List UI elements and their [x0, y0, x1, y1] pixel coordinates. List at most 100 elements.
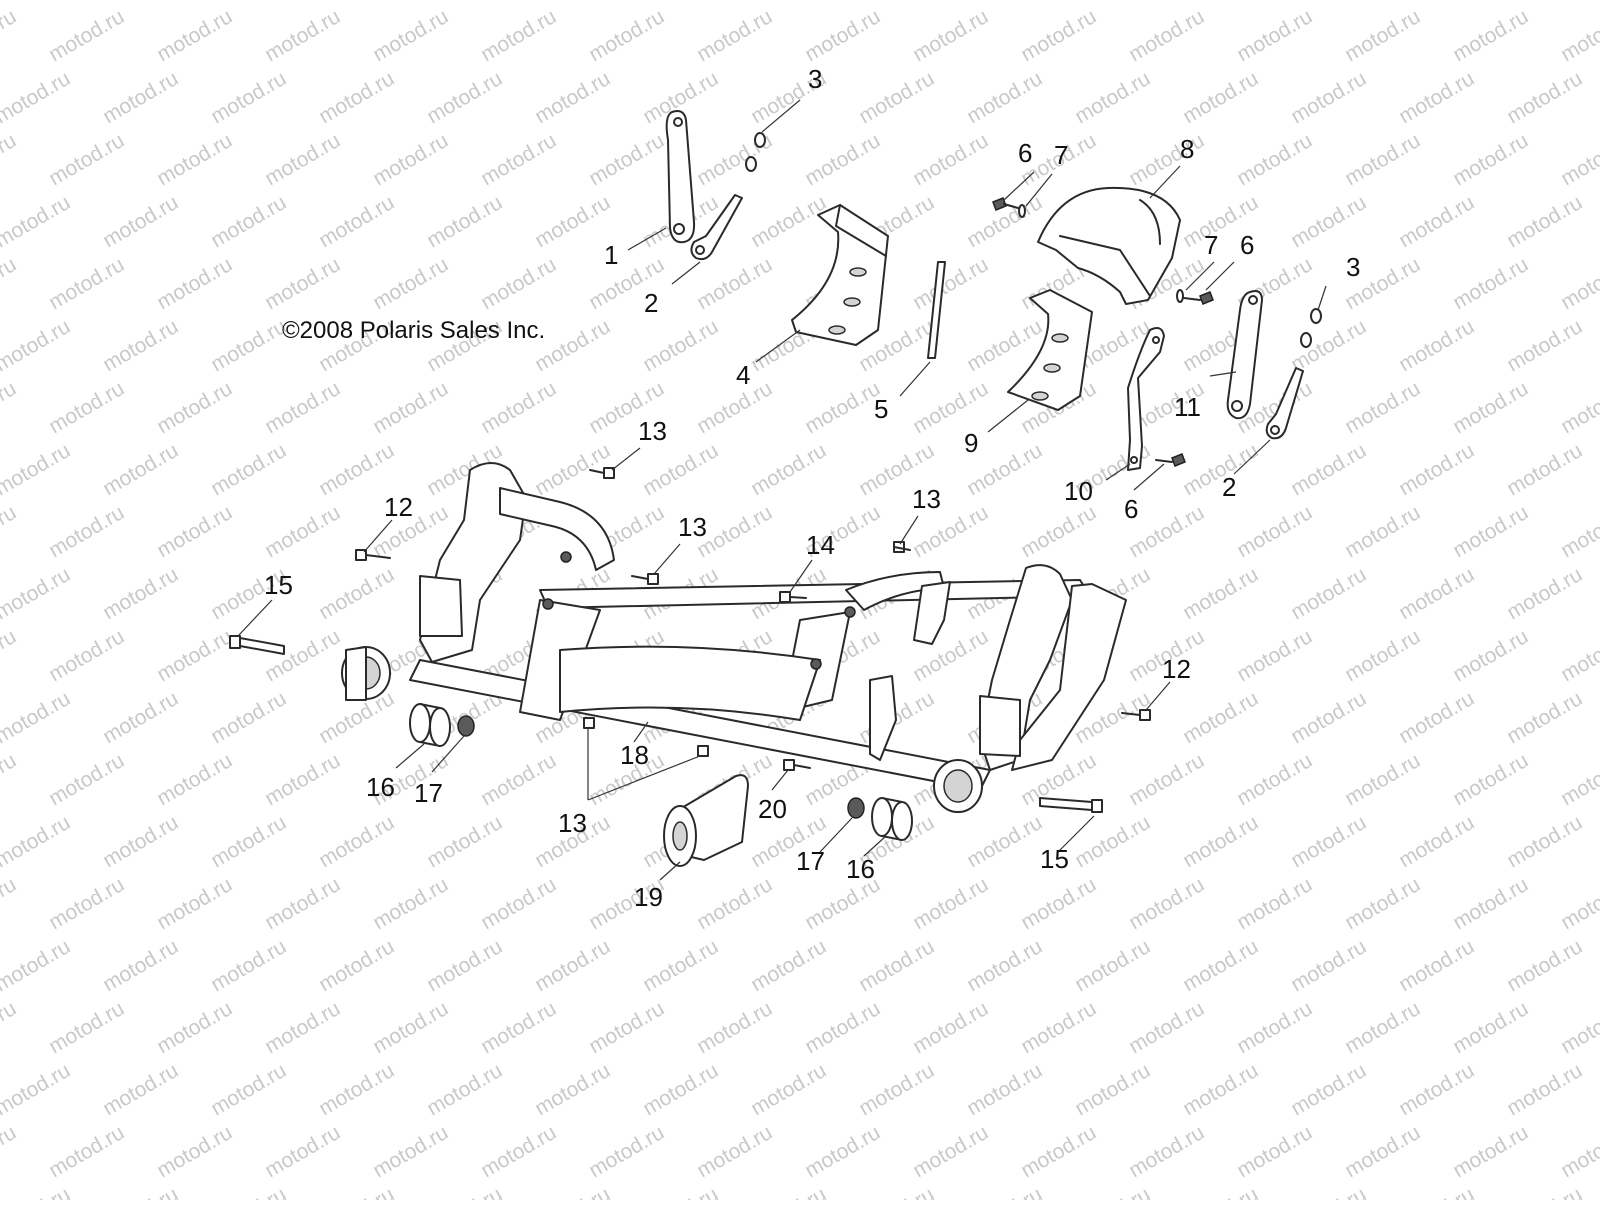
watermark: motod.ru: [261, 129, 344, 190]
watermark: motod.ru: [855, 935, 938, 996]
callout-9: 9: [964, 428, 978, 458]
watermark: motod.ru: [45, 501, 128, 562]
callout-7: 7: [1054, 140, 1068, 170]
watermark: motod.ru: [1287, 191, 1370, 252]
part-5-strap: [927, 261, 946, 359]
watermark: motod.ru: [963, 935, 1046, 996]
watermark: motod.ru: [0, 687, 74, 748]
watermark: motod.ru: [801, 129, 884, 190]
watermark: motod.ru: [1017, 873, 1100, 934]
watermark: motod.ru: [315, 1059, 398, 1120]
watermark: motod.ru: [639, 1183, 722, 1200]
watermark: motod.ru: [1341, 873, 1424, 934]
watermark: motod.ru: [99, 0, 182, 4]
copyright-notice: ©2008 Polaris Sales Inc.: [282, 317, 545, 344]
watermark: motod.ru: [369, 377, 452, 438]
watermark: motod.ru: [693, 377, 776, 438]
watermark: motod.ru: [747, 0, 830, 4]
callout-13: 13: [558, 808, 587, 838]
callout-6: 6: [1018, 138, 1032, 168]
callout-12: 12: [384, 492, 413, 522]
callout-17: 17: [414, 778, 443, 808]
watermark: motod.ru: [1395, 563, 1478, 624]
callout-2: 2: [1222, 472, 1236, 502]
watermark: motod.ru: [153, 1121, 236, 1182]
watermark: motod.ru: [423, 811, 506, 872]
part-7-washers: [1018, 204, 1184, 303]
part-11-link-arm: [1226, 290, 1263, 420]
watermark: motod.ru: [1395, 687, 1478, 748]
part-18-main-frame: [341, 462, 1127, 813]
watermark: motod.ru: [207, 1183, 290, 1200]
watermark: motod.ru: [1233, 5, 1316, 66]
watermark: motod.ru: [1503, 439, 1586, 500]
watermark: motod.ru: [153, 873, 236, 934]
watermark: motod.ru: [855, 1059, 938, 1120]
watermark: motod.ru: [99, 439, 182, 500]
watermark: motod.ru: [207, 315, 290, 376]
part-4-bracket: [791, 204, 889, 346]
watermark: motod.ru: [801, 5, 884, 66]
watermark: motod.ru: [153, 5, 236, 66]
watermark: motod.ru: [1557, 997, 1600, 1058]
watermark: motod.ru: [0, 873, 20, 934]
callout-12: 12: [1162, 654, 1191, 684]
watermark: motod.ru: [261, 5, 344, 66]
watermark: motod.ru: [45, 997, 128, 1058]
watermark: motod.ru: [315, 0, 398, 4]
watermark: motod.ru: [423, 191, 506, 252]
watermark: motod.ru: [1449, 129, 1532, 190]
watermark: motod.ru: [639, 1059, 722, 1120]
watermark: motod.ru: [99, 687, 182, 748]
watermark: motod.ru: [585, 129, 668, 190]
watermark: motod.ru: [1557, 1121, 1600, 1182]
watermark: motod.ru: [1395, 67, 1478, 128]
watermark: motod.ru: [1287, 439, 1370, 500]
callout-3: 3: [1346, 252, 1360, 282]
watermark: motod.ru: [531, 67, 614, 128]
watermark: motod.ru: [531, 0, 614, 4]
watermark: motod.ru: [1233, 625, 1316, 686]
watermark: motod.ru: [0, 5, 20, 66]
watermark: motod.ru: [909, 873, 992, 934]
watermark: motod.ru: [1503, 191, 1586, 252]
callout-7: 7: [1204, 230, 1218, 260]
watermark: motod.ru: [1287, 1183, 1370, 1200]
part-3-nuts-right: [1300, 308, 1322, 348]
watermark: motod.ru: [207, 935, 290, 996]
watermark: motod.ru: [0, 1121, 20, 1182]
watermark: motod.ru: [153, 253, 236, 314]
watermark: motod.ru: [261, 1121, 344, 1182]
watermark: motod.ru: [1503, 935, 1586, 996]
watermark: motod.ru: [0, 1059, 74, 1120]
callout-labels: 1 2 2 3 3 4 5 6 6 6 7 7 8 9 10 11 12 12 …: [264, 64, 1360, 912]
watermark: motod.ru: [99, 1183, 182, 1200]
watermark: motod.ru: [315, 935, 398, 996]
watermark: motod.ru: [1557, 377, 1600, 438]
watermark: motod.ru: [369, 997, 452, 1058]
watermark: motod.ru: [1017, 5, 1100, 66]
watermark: motod.ru: [1179, 935, 1262, 996]
watermark: motod.ru: [1341, 1121, 1424, 1182]
watermark: motod.ru: [1071, 1183, 1154, 1200]
callout-15: 15: [264, 570, 293, 600]
watermark: motod.ru: [1233, 997, 1316, 1058]
watermark: motod.ru: [1071, 811, 1154, 872]
watermark: motod.ru: [261, 873, 344, 934]
watermark: motod.ru: [153, 997, 236, 1058]
watermark: motod.ru: [261, 501, 344, 562]
watermark: motod.ru: [369, 5, 452, 66]
watermark: motod.ru: [1341, 749, 1424, 810]
watermark: motod.ru: [1449, 5, 1532, 66]
watermark: motod.ru: [1341, 625, 1424, 686]
watermark: motod.ru: [99, 811, 182, 872]
watermark: motod.ru: [315, 563, 398, 624]
watermark: motod.ru: [1233, 129, 1316, 190]
watermark: motod.ru: [261, 625, 344, 686]
watermark: motod.ru: [693, 5, 776, 66]
watermark: motod.ru: [1071, 0, 1154, 4]
watermark: motod.ru: [1233, 1121, 1316, 1182]
watermark: motod.ru: [315, 191, 398, 252]
part-1-link-arm: [665, 110, 696, 244]
